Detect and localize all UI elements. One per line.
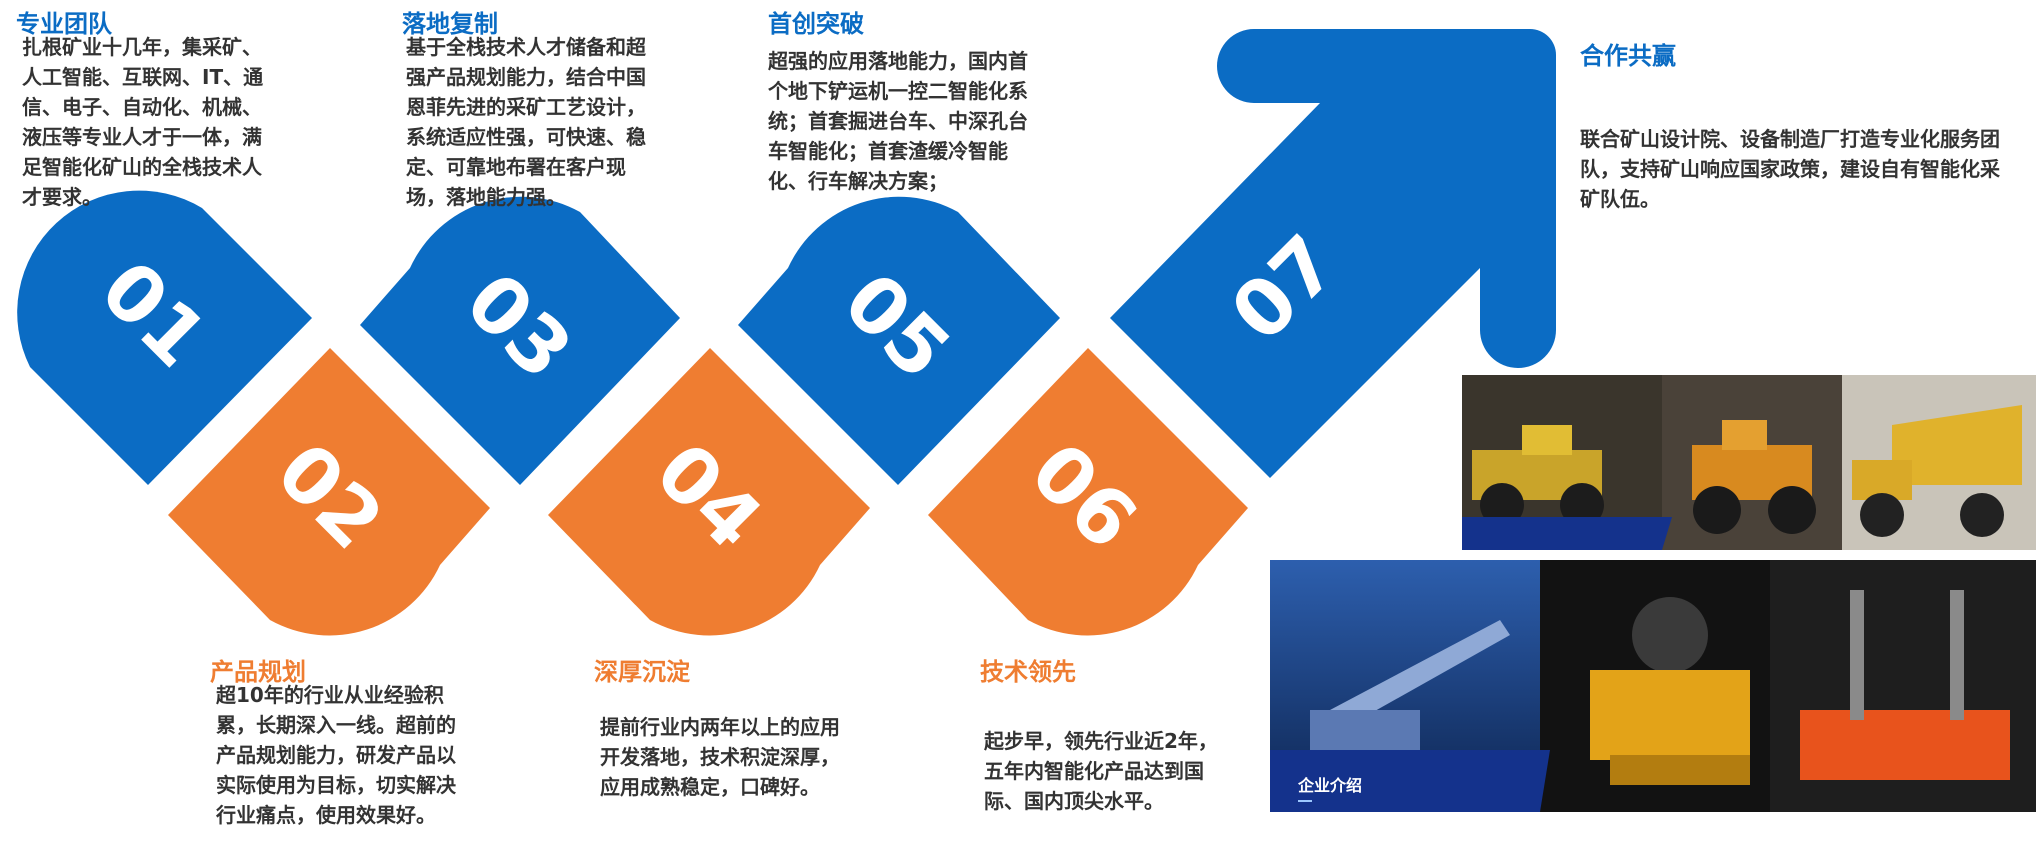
step-shape-02 [168,348,490,636]
step-title-07: 合作共赢 [1580,42,1676,70]
company-intro-label: 企业介绍 [1298,776,1363,795]
step-desc-07: 联合矿山设计院、设备制造厂打造专业化服务团队，支持矿山响应国家政策，建设自有智能… [1580,127,2000,211]
step-desc-01: 扎根矿业十几年，集采矿、人工智能、互联网、IT、通信、电子、自动化、机械、液压等… [22,35,264,209]
mining-equipment-image [1270,560,2036,812]
label-underline [1298,800,1312,802]
step-title-06: 技术领先 [980,658,1076,686]
step-desc-05: 超强的应用落地能力，国内首个地下铲运机一控二智能化系统；首套掘进台车、中深孔台车… [768,49,1028,193]
step-desc-02: 超10年的行业从业经验积累，长期深入一线。超前的产品规划能力，研发产品以实际使用… [216,683,456,827]
step-desc-03: 基于全栈技术人才储备和超强产品规划能力，结合中国恩菲先进的采矿工艺设计，系统适应… [406,35,646,209]
step-shape-05 [738,196,1060,485]
step-desc-06: 起步早，领先行业近2年，五年内智能化产品达到国际、国内顶尖水平。 [984,729,1218,813]
step-shape-06 [928,348,1248,636]
step-desc-04: 提前行业内两年以上的应用开发落地，技术积淀深厚，应用成熟稳定，口碑好。 [600,715,840,799]
step-title-03: 落地复制 [402,10,498,38]
equipment-photo-strip-bottom: 企业介绍 [1270,560,2036,812]
mining-vehicles-image [1462,375,2036,550]
step-title-05: 首创突破 [768,10,864,38]
step-title-01: 专业团队 [16,10,112,38]
step-shape-01 [17,190,313,485]
step-shape-03 [360,196,680,485]
step-shape-07 [1110,29,1556,478]
equipment-photo-strip-top [1462,375,2036,550]
step-shape-04 [548,348,870,636]
step-title-04: 深厚沉淀 [594,658,690,686]
step-title-02: 产品规划 [210,658,306,686]
